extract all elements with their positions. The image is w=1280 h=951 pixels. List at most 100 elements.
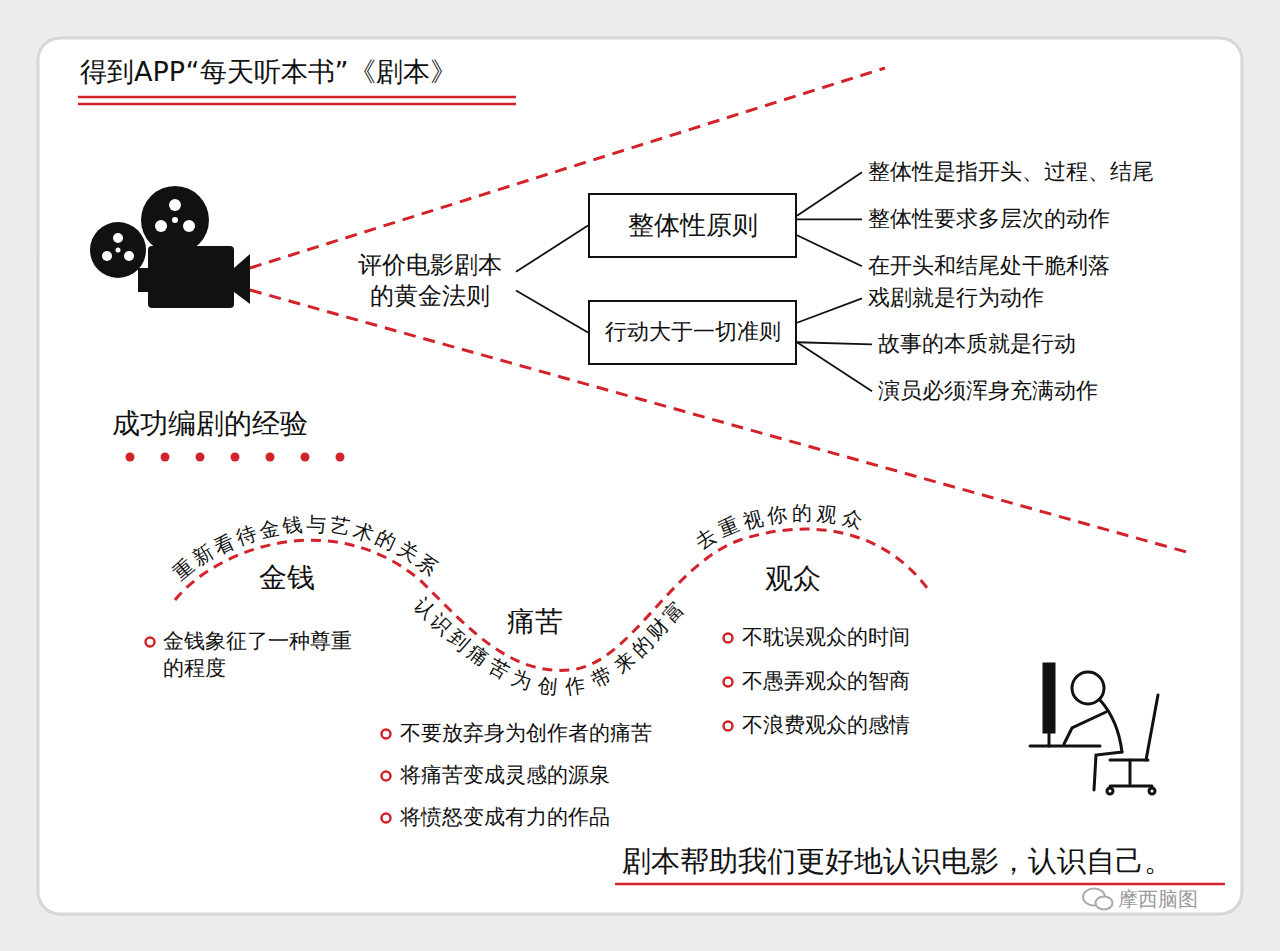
dot bbox=[161, 453, 170, 462]
bullet-text: 将痛苦变成灵感的源泉 bbox=[400, 762, 610, 789]
curve-char: 带 bbox=[588, 663, 615, 690]
curve-char: 视 bbox=[741, 507, 765, 531]
tired-writer-figure bbox=[1030, 664, 1158, 794]
curve-char: 去 bbox=[692, 526, 720, 554]
node-text: 演员必须浑身充满动作 bbox=[878, 377, 1098, 406]
branch-connector bbox=[516, 226, 588, 272]
curve-char: 系 bbox=[413, 551, 441, 579]
reel-hole bbox=[116, 248, 121, 253]
curve-text: 去重视你的观众 bbox=[692, 499, 866, 553]
node-text: 整体性是指开头、过程、结尾 bbox=[868, 158, 1154, 187]
section-heading: 成功编剧的经验 bbox=[112, 406, 308, 442]
topic-heading: 观众 bbox=[765, 561, 821, 597]
branch-text: 整体性要求多层次的动作 bbox=[868, 205, 1110, 234]
chair-base bbox=[1110, 785, 1152, 788]
node-text: 戏剧就是行为动作 bbox=[868, 284, 1044, 313]
bullet-text: 不要放弃身为创作者的痛苦 bbox=[400, 720, 652, 747]
caption: 剧本帮助我们更好地认识电影，认识自己。 bbox=[622, 843, 1173, 881]
bullet bbox=[382, 772, 391, 781]
bullet bbox=[724, 634, 733, 643]
root-topic: 评价电影剧本 的黄金法则 bbox=[350, 250, 510, 312]
topic-heading: 金钱 bbox=[259, 560, 315, 596]
node-text: 整体性原则 bbox=[628, 209, 758, 243]
branch-text: 戏剧就是行为动作 bbox=[868, 284, 1044, 313]
bullet bbox=[724, 722, 733, 731]
curve-char: 观 bbox=[816, 503, 838, 525]
branch-text: 整体性是指开头、过程、结尾 bbox=[868, 158, 1154, 187]
node-text: 整体性要求多层次的动作 bbox=[868, 205, 1110, 234]
bullet bbox=[382, 814, 391, 823]
projection-line bbox=[250, 290, 1190, 553]
bullet-text: 不耽误观众的时间 bbox=[742, 624, 910, 651]
curve-char: 与 bbox=[306, 514, 327, 535]
dot bbox=[301, 453, 310, 462]
page-title: 得到APP“每天听本书”《剧本》 bbox=[80, 54, 457, 89]
bullet bbox=[724, 678, 733, 687]
section-dots bbox=[126, 453, 345, 462]
node-text: 评价电影剧本 的黄金法则 bbox=[350, 250, 510, 312]
principle-box: 整体性原则 bbox=[588, 193, 797, 258]
bullet bbox=[382, 730, 391, 739]
reel-hole bbox=[102, 251, 112, 261]
curve-char: 苦 bbox=[485, 656, 512, 683]
title-underline bbox=[78, 103, 516, 106]
topic-heading: 痛苦 bbox=[507, 604, 563, 640]
bullet-text: 不愚弄观众的智商 bbox=[742, 668, 910, 695]
curve-char: 痛 bbox=[464, 641, 492, 669]
reel-hole bbox=[169, 199, 181, 211]
monitor-stand bbox=[1048, 732, 1051, 746]
branch-text: 故事的本质就是行动 bbox=[878, 330, 1076, 359]
chair-post bbox=[1129, 760, 1132, 784]
branch-connector bbox=[797, 172, 862, 215]
curve-char: 术 bbox=[351, 519, 376, 544]
node-text: 在开头和结尾处干脆利落 bbox=[868, 252, 1110, 281]
leg bbox=[1094, 752, 1122, 790]
curve-char: 的 bbox=[792, 503, 812, 523]
principle-box: 行动大于一切准则 bbox=[588, 300, 797, 365]
curve-char: 看 bbox=[211, 531, 238, 558]
camera-reel bbox=[90, 222, 146, 278]
chair-back bbox=[1146, 695, 1158, 760]
movie-camera bbox=[90, 186, 250, 308]
monitor bbox=[1044, 664, 1054, 732]
branch-text: 演员必须浑身充满动作 bbox=[878, 377, 1098, 406]
curve-char: 艺 bbox=[329, 515, 352, 538]
curve-char: 你 bbox=[766, 504, 788, 526]
bullet-text: 不浪费观众的感情 bbox=[742, 712, 910, 739]
dot bbox=[196, 453, 205, 462]
reel-hole bbox=[124, 251, 134, 261]
reel-hole bbox=[172, 217, 178, 223]
branch-connector bbox=[516, 291, 588, 333]
body bbox=[1100, 700, 1122, 752]
bullet-text: 金钱象征了一种尊重的程度 bbox=[163, 628, 363, 683]
branch-connector bbox=[797, 298, 862, 322]
card-frame bbox=[38, 38, 1242, 914]
curve-char: 重 bbox=[716, 514, 742, 540]
curve-char: 为 bbox=[509, 667, 534, 692]
branch-connector bbox=[797, 342, 872, 344]
caption-underline bbox=[615, 883, 1225, 886]
chair-wheel bbox=[1149, 788, 1155, 794]
node-text: 行动大于一切准则 bbox=[605, 318, 781, 347]
reel-hole bbox=[183, 220, 195, 232]
branch-connector bbox=[797, 235, 862, 266]
camera-body bbox=[148, 246, 234, 308]
title-underline bbox=[78, 96, 516, 99]
curve-char: 金 bbox=[257, 517, 281, 541]
bullet-text: 将愤怒变成有力的作品 bbox=[400, 804, 610, 831]
curve-char: 钱 bbox=[282, 514, 304, 536]
camera-lens bbox=[234, 254, 250, 304]
curve-char: 待 bbox=[233, 522, 258, 547]
dot bbox=[231, 453, 240, 462]
arm bbox=[1064, 712, 1106, 744]
camera-reel bbox=[141, 186, 209, 254]
reel-hole bbox=[155, 220, 167, 232]
branch-connector bbox=[797, 342, 872, 391]
watermark: 摩西脑图 bbox=[1118, 886, 1198, 912]
camera-part bbox=[138, 268, 150, 292]
dot bbox=[336, 453, 345, 462]
dot bbox=[266, 453, 275, 462]
branch-connector bbox=[797, 218, 862, 220]
